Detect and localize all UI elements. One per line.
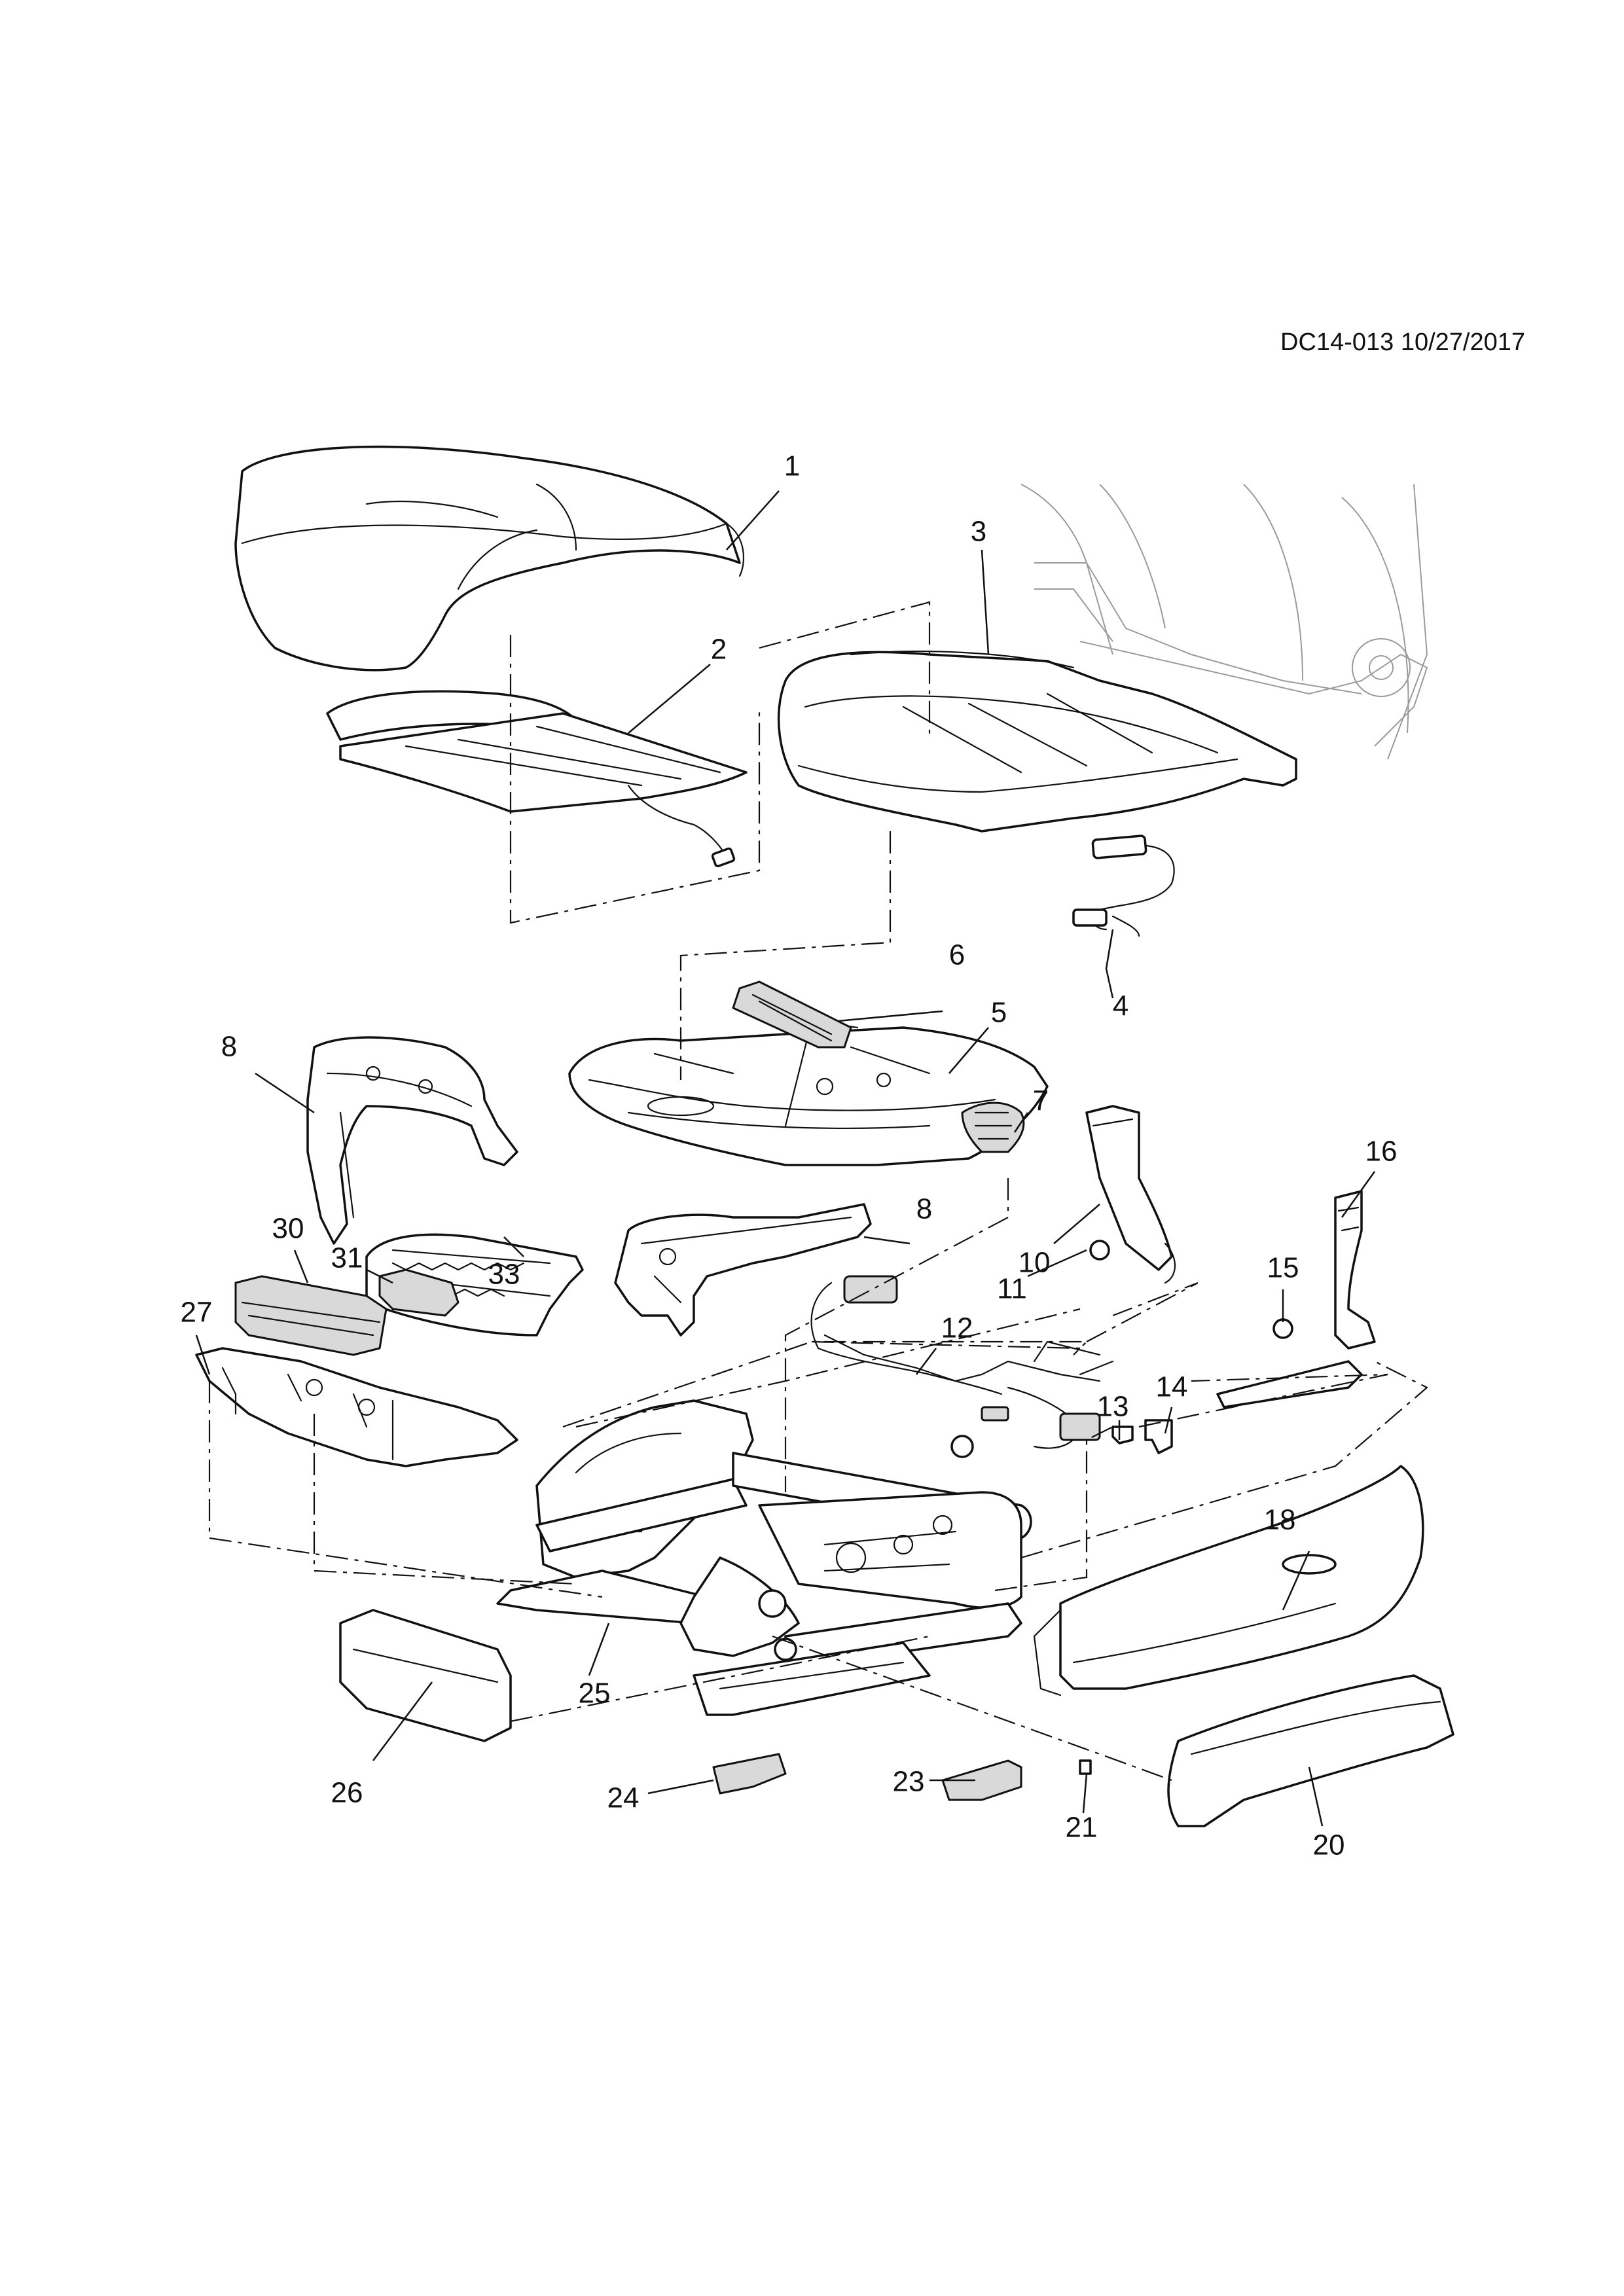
callout-24: 24 (607, 1782, 640, 1814)
part-16-belt-anchor (1216, 1190, 1376, 1408)
callout-27: 27 (181, 1297, 213, 1329)
part-10-buckle (1085, 1105, 1176, 1284)
ghost-seat-back (1020, 484, 1428, 760)
callout-16: 16 (1365, 1136, 1398, 1168)
part-26-front-trim (339, 1609, 512, 1742)
callout-23: 23 (893, 1766, 925, 1798)
part-4-wire-harness (1072, 834, 1175, 937)
part-27-base-tray (195, 1347, 518, 1467)
part-1-cushion-cover (234, 445, 745, 672)
callout-2: 2 (711, 634, 727, 666)
part-8-frame-right (614, 1203, 872, 1336)
callout-21: 21 (1066, 1812, 1098, 1844)
callout-4: 4 (1113, 990, 1128, 1022)
callout-14: 14 (1156, 1371, 1188, 1403)
part-21-screw (1079, 1759, 1092, 1775)
callout-8-left: 8 (221, 1031, 237, 1063)
part-11-bolt (1089, 1240, 1110, 1261)
part-20-lower-trim (1167, 1674, 1454, 1827)
part-3-cushion-pad (777, 651, 1297, 833)
callout-13: 13 (1097, 1391, 1129, 1423)
leader-lines (195, 490, 1376, 1827)
callout-26: 26 (331, 1777, 363, 1809)
callout-5: 5 (991, 997, 1007, 1029)
callout-20: 20 (1313, 1829, 1345, 1861)
part-2-heater-pad (326, 690, 748, 868)
callout-33: 33 (488, 1259, 520, 1291)
seat-adjuster-frame (496, 1399, 1032, 1716)
part-14-clip (1144, 1419, 1173, 1454)
callout-7: 7 (1033, 1085, 1049, 1117)
part-15-bolt (1272, 1318, 1293, 1339)
callout-10: 10 (1019, 1247, 1051, 1279)
callout-18: 18 (1264, 1504, 1296, 1536)
callout-8-right: 8 (916, 1193, 932, 1225)
callout-11: 11 (997, 1273, 1027, 1305)
callouts: 1 2 3 4 5 6 7 8 8 10 11 12 13 14 15 16 1… (181, 450, 1398, 1861)
callout-6: 6 (949, 939, 965, 971)
callout-3: 3 (971, 516, 986, 548)
callout-30: 30 (272, 1213, 304, 1245)
part-5-seat-pan (568, 1020, 1049, 1166)
part-24-end-cap (712, 1753, 787, 1795)
part-12-wiring-harness (810, 1275, 1114, 1458)
callout-25: 25 (579, 1677, 611, 1710)
part-7-motor (961, 1102, 1025, 1153)
part-30-control-module (234, 1275, 388, 1356)
part-23-end-cap (941, 1759, 1022, 1801)
part-13-clip (1111, 1426, 1134, 1444)
assembly-lines (208, 601, 1428, 1782)
part-8-frame-left (306, 1036, 518, 1245)
part-18-side-shield (1033, 1465, 1424, 1696)
callout-15: 15 (1267, 1252, 1299, 1284)
callout-31: 31 (331, 1242, 363, 1274)
callout-1: 1 (784, 450, 800, 482)
part-6-bracket (732, 980, 852, 1049)
callout-12: 12 (941, 1312, 973, 1344)
part-31-motor (378, 1268, 460, 1317)
diagram-reference: DC14-013 10/27/2017 (1280, 329, 1525, 356)
